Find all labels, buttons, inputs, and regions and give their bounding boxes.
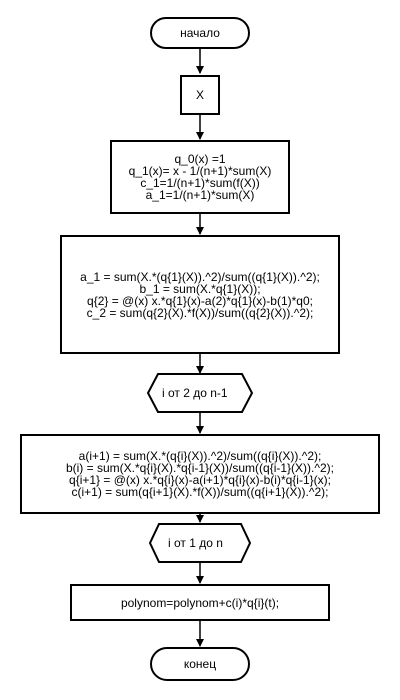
loop2-block: polynom=polynom+c(i)*q{i}(t);	[70, 584, 330, 621]
loop1-line-3: q{i+1} = @(x) x.*q{i}(x)-a(i+1)*q{i}(x)-…	[69, 473, 331, 487]
init-line-3: c_1=1/(n+1)*sum(f(X))	[140, 176, 260, 190]
start-label: начало	[180, 26, 220, 40]
second-line-2: b_1 = sum(X.*q{1}(X));	[139, 281, 261, 296]
loop1-line-1: a(i+1) = sum(X.*(q{i}(X)).^2)/sum((q{i}(…	[78, 449, 322, 463]
init-block: q_0(x) =1 q_1(x)= x - 1/(n+1)*sum(X) c_1…	[110, 140, 290, 214]
loop1-hexagon	[146, 373, 254, 413]
loop2-hexagon	[148, 523, 252, 563]
second-line-1: a_1 = sum(X.*(q{1}(X)).^2)/sum((q{1}(X))…	[80, 269, 320, 284]
second-line-4: c_2 = sum(q{2}(X).*f(X))/sum((q{2}(X)).^…	[86, 305, 314, 320]
end-label: конец	[183, 657, 217, 671]
loop1-block: a(i+1) = sum(X.*(q{i}(X)).^2)/sum((q{i}(…	[20, 434, 380, 514]
loop1-line-4: c(i+1) = sum(q{i+1}(X).*f(X))/sum((q{i+1…	[71, 485, 329, 499]
init-line-2: q_1(x)= x - 1/(n+1)*sum(X)	[128, 164, 272, 178]
second-block: a_1 = sum(X.*(q{1}(X)).^2)/sum((q{1}(X))…	[60, 235, 340, 354]
init-line-1: q_0(x) =1	[174, 152, 226, 166]
loop2-label: i от 1 до n	[168, 536, 223, 550]
start-terminator: начало	[150, 17, 250, 49]
input-label: X	[195, 88, 204, 102]
loop1-label: i от 2 до n-1	[162, 386, 228, 400]
input-block: X	[180, 75, 220, 115]
end-terminator: конец	[150, 647, 250, 681]
second-line-3: q{2} = @(x) x.*q{1}(x)-a(2)*q{1}(x)-b(1)…	[87, 293, 313, 308]
loop2-block-label: polynom=polynom+c(i)*q{i}(t);	[120, 595, 280, 610]
init-line-4: a_1=1/(n+1)*sum(X)	[145, 188, 255, 202]
loop1-line-2: b(i) = sum(X.*q{i}(X).*q{i-1}(X))/sum((q…	[65, 461, 335, 475]
